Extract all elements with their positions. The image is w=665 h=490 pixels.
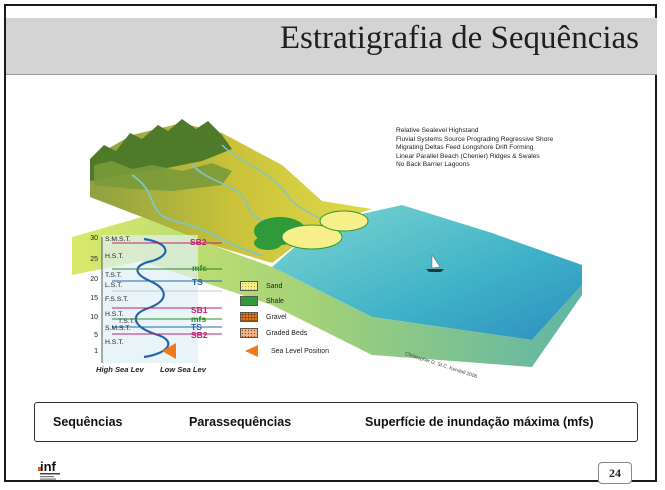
block-diagram [72, 119, 582, 367]
sea-level-position-marker [162, 343, 176, 359]
tract-label: T.S.T. [105, 272, 122, 279]
sea-surface [272, 205, 582, 340]
term-sequencias: Sequências [53, 415, 123, 429]
sequence-stratigraphy-figure: Relative Sealevel Highstand Fluvial Syst… [72, 105, 596, 380]
surface-mfs: mfs [191, 314, 207, 324]
legend-label: Shale [266, 297, 284, 305]
svg-text:inf: inf [40, 459, 57, 474]
cross-section-face [72, 217, 582, 367]
tract-label: S.M.S.T. [105, 236, 131, 243]
note-line: No Back Barrier Lagoons [396, 161, 470, 169]
gravel-swatch [240, 312, 258, 322]
high-sea-level-label: High Sea Lev [96, 365, 144, 374]
sailboat-icon [431, 254, 441, 269]
tick-label: 15 [90, 295, 98, 302]
sand-swatch [240, 281, 258, 291]
legend-label: Sea Level Position [271, 347, 329, 355]
page-number: 24 [598, 462, 632, 484]
legend-sea-level-position: Sea Level Position [240, 345, 329, 357]
tick-label: 30 [90, 235, 98, 242]
tick-label: 25 [90, 256, 98, 263]
tract-label: S.M.S.T. [105, 325, 131, 332]
legend-label: Graded Beds [266, 329, 308, 337]
tract-label: H.S.T. [105, 253, 124, 260]
note-line: Fluvial Systems Source Prograding Regres… [396, 135, 554, 143]
tick-label: 20 [90, 276, 98, 283]
legend-shale: Shale [240, 295, 284, 307]
note-line: Linear Parallel Beach (Chenier) Ridges &… [396, 152, 540, 160]
sea-level-curve [134, 237, 170, 359]
tick-label: 5 [94, 332, 98, 339]
term-mfs: Superfície de inundação máxima (mfs) [365, 415, 594, 429]
terms-box: Sequências Parassequências Superfície de… [34, 402, 638, 442]
title-band [6, 18, 657, 74]
note-line: Relative Sealevel Highstand [396, 127, 479, 134]
title-divider [6, 74, 657, 75]
logo-mark: inf [38, 459, 60, 480]
tract-label: F.S.S.T. [105, 296, 129, 303]
surface-sb1: SB1 [191, 305, 208, 315]
term-parassequencias: Parassequências [189, 415, 292, 429]
legend-gravel: Gravel [240, 311, 287, 323]
mountains [90, 119, 232, 181]
slide-title: Estratigrafia de Sequências [279, 20, 639, 56]
low-sea-level-label: Low Sea Lev [160, 365, 207, 374]
figure-notes: Relative Sealevel Highstand Fluvial Syst… [396, 127, 553, 170]
surface-sb2: SB2 [190, 237, 207, 247]
tract-label: T.S.T. [118, 318, 135, 325]
inf-logo: inf [38, 459, 78, 483]
legend-graded-beds: Graded Beds [240, 327, 307, 339]
surface-ts: TS [192, 277, 203, 287]
graded-beds-swatch [240, 328, 258, 338]
surface-sb2: SB2 [191, 330, 208, 340]
tract-label: H.S.T. [105, 311, 124, 318]
surface-mfs: mfs [192, 263, 208, 273]
shale-swatch [240, 296, 258, 306]
tick-label: 10 [90, 314, 98, 321]
legend-sand: Sand [240, 280, 282, 292]
tract-label: H.S.T. [105, 339, 124, 346]
sea-level-arrow-icon [245, 345, 258, 357]
tract-label: L.S.T. [105, 282, 123, 289]
tick-label: 1 [94, 348, 98, 355]
note-line: Migrating Deltas Feed Longshore Drift Fo… [396, 144, 534, 152]
legend-label: Gravel [266, 313, 287, 321]
legend-label: Sand [266, 282, 283, 290]
surface-ts: TS [191, 322, 202, 332]
